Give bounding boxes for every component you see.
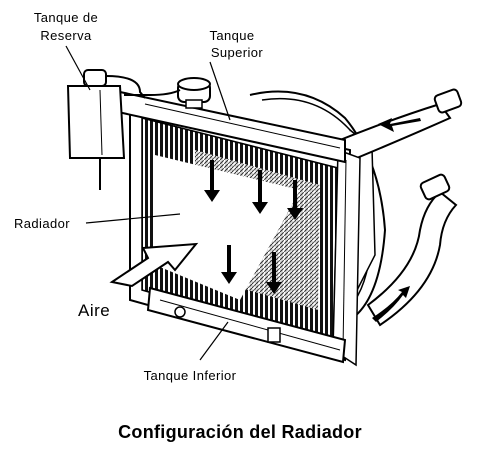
- upper-hose: [338, 88, 463, 162]
- radiator-core: [129, 98, 361, 367]
- lower-tank: [146, 286, 347, 364]
- lower-hose: [366, 173, 458, 327]
- upper-tank-label-line1: Tanque: [209, 28, 254, 43]
- air-label: Aire: [78, 301, 110, 320]
- air-flow-arrow-icon: [109, 242, 199, 288]
- down-arrow-icon: [204, 160, 220, 202]
- flow-arrows: [204, 118, 421, 322]
- diagram-caption: Configuración del Radiador: [118, 422, 362, 442]
- reserve-tank-label-line2: Reserva: [40, 28, 92, 43]
- down-arrow-icon: [266, 252, 282, 294]
- left-arrow-icon: [378, 118, 421, 132]
- up-arrow-icon: [372, 286, 410, 322]
- down-arrow-icon: [252, 170, 268, 214]
- down-arrow-icon: [221, 245, 237, 284]
- lower-tank-label: Tanque Inferior: [144, 368, 237, 383]
- down-arrow-icon: [287, 180, 303, 220]
- upper-tank-label-line2: Superior: [211, 45, 264, 60]
- reserve-tank-label-line1: Tanque de: [34, 10, 98, 25]
- radiator-label: Radiador: [14, 216, 70, 231]
- leader-lines: [65, 45, 231, 361]
- reserve-tank: [66, 69, 181, 190]
